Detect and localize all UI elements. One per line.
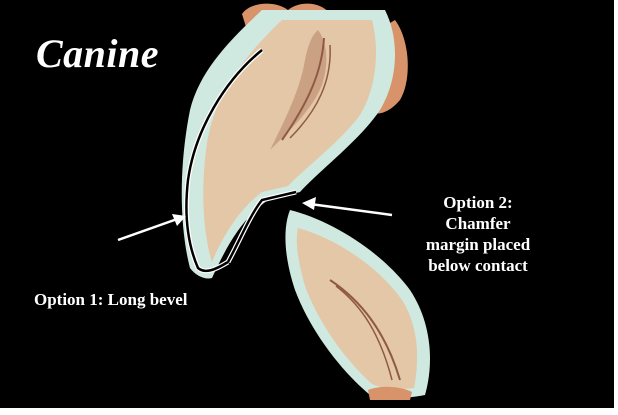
option2-line: Chamfer <box>398 213 558 234</box>
arrow-option1-icon <box>118 214 186 240</box>
option1-label: Option 1: Long bevel <box>34 289 188 310</box>
arrow-option2-icon <box>302 197 392 215</box>
frame-notch <box>282 408 440 415</box>
slide-title: Canine <box>36 30 159 77</box>
option2-line: margin placed <box>398 234 558 255</box>
option2-line: Option 2: <box>398 192 558 213</box>
option2-label: Option 2: Chamfer margin placed below co… <box>398 192 558 276</box>
option2-line: below contact <box>398 255 558 276</box>
